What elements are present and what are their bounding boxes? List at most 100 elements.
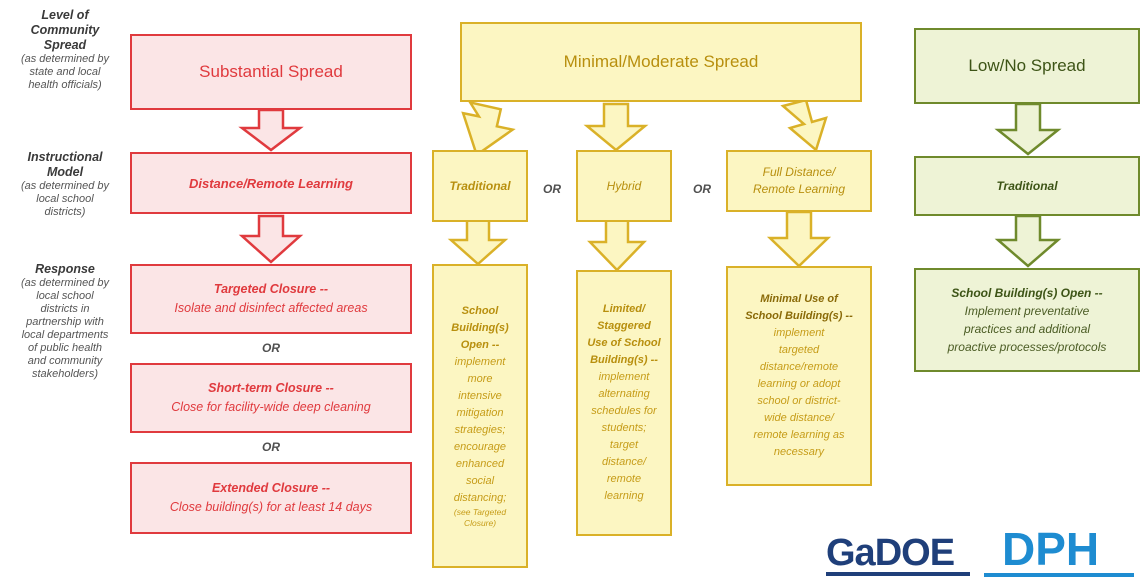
substantial-model-box: Distance/Remote Learning xyxy=(130,152,412,214)
side-label-note: stakeholders) xyxy=(31,368,99,380)
arrow-down-icon xyxy=(587,218,647,272)
model-hybrid-label: Hybrid xyxy=(606,179,642,193)
low-response-desc-line: proactive processes/protocols xyxy=(947,340,1107,354)
arrow-down-icon xyxy=(238,108,304,152)
side-label-note: local school xyxy=(36,290,94,302)
side-label-note: districts) xyxy=(44,206,86,218)
side-label-note: and community xyxy=(27,355,103,367)
side-label-title: Response xyxy=(35,262,95,276)
substantial-model-label: Distance/Remote Learning xyxy=(189,175,353,191)
response-desc-line: distance/ xyxy=(601,456,647,468)
extended-closure-box: Extended Closure -- Close building(s) fo… xyxy=(130,462,412,534)
targeted-closure-desc: Isolate and disinfect affected areas xyxy=(174,301,368,315)
response-title-line: School Building(s) -- xyxy=(745,310,853,322)
short-term-closure-box: Short-term Closure -- Close for facility… xyxy=(130,363,412,433)
side-label-note: local school xyxy=(36,193,94,205)
side-label-note: (as determined by xyxy=(20,277,110,289)
side-label-title: Spread xyxy=(43,38,87,52)
dph-logo: DPH xyxy=(984,522,1140,578)
response-desc-line: wide distance/ xyxy=(764,412,834,424)
response-desc-line: alternating xyxy=(598,388,650,400)
side-label-note: health officials) xyxy=(28,79,102,91)
moderate-spread-box: Minimal/Moderate Spread xyxy=(460,22,862,102)
model-traditional-label: Traditional xyxy=(449,179,511,193)
arrow-down-icon xyxy=(583,102,649,152)
response-note-line: (see Targeted xyxy=(453,507,507,517)
short-term-closure-desc: Close for facility-wide deep cleaning xyxy=(171,400,371,414)
response-desc-line: mitigation xyxy=(456,407,504,419)
side-label-note: (as determined by xyxy=(20,180,110,192)
model-full-distance-box: Full Distance/ Remote Learning xyxy=(726,150,872,212)
arrow-down-icon xyxy=(238,214,304,264)
response-title-line: Staggered xyxy=(597,320,651,332)
or-label: OR xyxy=(262,440,280,454)
response-desc-line: schedules for xyxy=(591,405,657,417)
response-title-line: Limited/ xyxy=(602,303,646,315)
response-desc-line: enhanced xyxy=(455,458,505,470)
dph-logo-text: DPH xyxy=(1002,523,1100,575)
side-label-level: Level of Community Spread (as determined… xyxy=(4,8,126,92)
low-model-box: Traditional xyxy=(914,156,1140,216)
low-spread-box: Low/No Spread xyxy=(914,28,1140,104)
model-hybrid-box: Hybrid xyxy=(576,150,672,222)
response-desc-line: more xyxy=(467,373,493,385)
side-label-response: Response (as determined by local school … xyxy=(4,262,126,381)
gadoe-logo-bar xyxy=(826,572,970,576)
short-term-closure-title: Short-term Closure -- xyxy=(208,381,334,395)
response-full-distance-box: Minimal Use of School Building(s) -- imp… xyxy=(726,266,872,486)
targeted-closure-title: Targeted Closure -- xyxy=(213,282,329,296)
side-label-note: partnership with xyxy=(26,316,104,328)
response-desc-line: implement xyxy=(454,356,506,368)
low-response-title: School Building(s) Open -- xyxy=(951,286,1103,300)
side-label-note: local departments xyxy=(21,329,109,341)
side-label-title: Level of xyxy=(41,8,89,22)
response-desc-line: school or district- xyxy=(757,395,841,407)
arrow-down-icon xyxy=(447,218,509,266)
side-label-note: (as determined by xyxy=(20,53,110,65)
response-traditional-box: School Building(s) Open -- implement mor… xyxy=(432,264,528,568)
model-traditional-box: Traditional xyxy=(432,150,528,222)
response-desc-line: implement xyxy=(598,371,650,383)
response-title-line: School xyxy=(461,305,499,317)
response-title-line: Open -- xyxy=(460,339,500,351)
substantial-spread-label: Substantial Spread xyxy=(199,62,343,81)
response-desc-line: social xyxy=(465,475,495,487)
response-desc-line: target xyxy=(609,439,639,451)
extended-closure-title: Extended Closure -- xyxy=(211,481,331,495)
response-desc-line: implement xyxy=(773,327,825,339)
low-response-desc-line: practices and additional xyxy=(963,322,1091,336)
arrow-down-diag-icon xyxy=(780,98,828,153)
or-label: OR xyxy=(262,341,280,355)
response-desc-line: students; xyxy=(601,422,647,434)
response-desc-line: targeted xyxy=(778,344,820,356)
response-title-line: Use of School xyxy=(587,337,661,349)
gadoe-logo: GaDOE xyxy=(826,530,976,578)
response-desc-line: distance/remote xyxy=(759,361,839,373)
response-desc-line: distancing; xyxy=(453,492,507,504)
targeted-closure-box: Targeted Closure -- Isolate and disinfec… xyxy=(130,264,412,334)
low-spread-label: Low/No Spread xyxy=(968,56,1086,75)
response-desc-line: encourage xyxy=(454,441,506,453)
response-desc-line: remote xyxy=(606,473,642,485)
response-title-line: Building(s) xyxy=(451,322,509,334)
low-response-desc-line: Implement preventative xyxy=(964,304,1090,318)
arrow-down-icon xyxy=(766,210,832,268)
response-note-line: Closure) xyxy=(463,518,497,528)
side-label-title: Instructional xyxy=(27,150,103,164)
arrow-down-diag-icon xyxy=(461,100,516,157)
side-label-title: Model xyxy=(46,165,84,179)
response-desc-line: learning xyxy=(604,490,644,502)
response-title-line: Building(s) -- xyxy=(590,354,658,366)
moderate-spread-label: Minimal/Moderate Spread xyxy=(563,52,759,71)
response-title-line: Minimal Use of xyxy=(760,293,838,305)
side-label-model: Instructional Model (as determined by lo… xyxy=(4,150,126,219)
response-desc-line: learning or adopt xyxy=(757,378,841,390)
model-full-distance-line: Remote Learning xyxy=(752,182,846,196)
substantial-spread-box: Substantial Spread xyxy=(130,34,412,110)
arrow-down-icon xyxy=(994,102,1062,156)
response-desc-line: remote learning as xyxy=(753,429,845,441)
or-label: OR xyxy=(543,182,561,196)
side-label-note: of public health xyxy=(28,342,102,354)
side-label-note: state and local xyxy=(29,66,101,78)
